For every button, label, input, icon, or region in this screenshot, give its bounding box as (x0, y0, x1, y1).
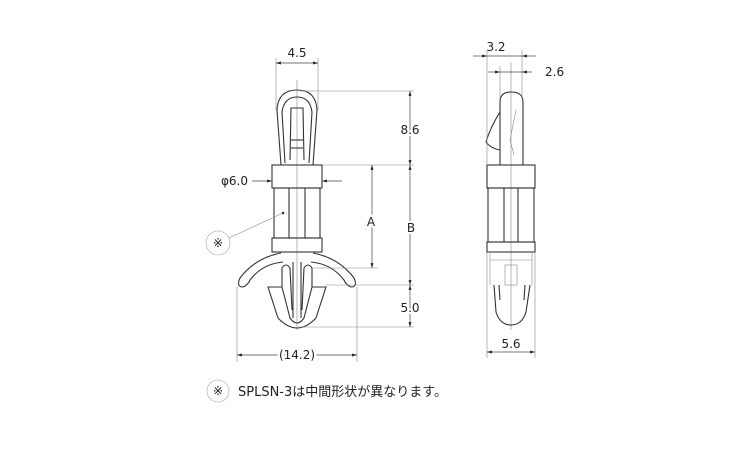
dim-diameter: φ6.0 (221, 174, 248, 188)
dim-head-width: 4.5 (287, 46, 306, 60)
side-lower-collar (486, 241, 536, 253)
dim-base-width: 5.6 (501, 337, 520, 351)
footnote: ※ SPLSN-3は中間形状が異なります。 (206, 379, 447, 403)
dim-head-inner: 2.6 (545, 65, 564, 79)
dim-head-outer: 3.2 (486, 40, 505, 54)
lower-collar (271, 237, 323, 253)
side-head (499, 91, 524, 165)
footnote-text: SPLSN-3は中間形状が異なります。 (238, 385, 447, 400)
front-view: 4.5 8.6 B 5.0 A φ6.0 ※ (14.2) (205, 46, 422, 365)
dim-b: B (407, 221, 415, 235)
side-view: 3.2 2.6 5.6 (473, 40, 564, 358)
callout-circle (205, 230, 231, 256)
side-tip (493, 284, 531, 326)
head-outline (276, 89, 318, 166)
dim-a: A (367, 215, 376, 229)
dim-tip-height: 5.0 (400, 301, 419, 315)
dim-wing-span: (14.2) (279, 348, 315, 362)
right-wing (310, 252, 357, 288)
dim-head-height: 8.6 (400, 123, 419, 137)
callout-mark: ※ (213, 236, 223, 250)
left-wing (237, 252, 284, 288)
footnote-mark: ※ (213, 384, 223, 398)
